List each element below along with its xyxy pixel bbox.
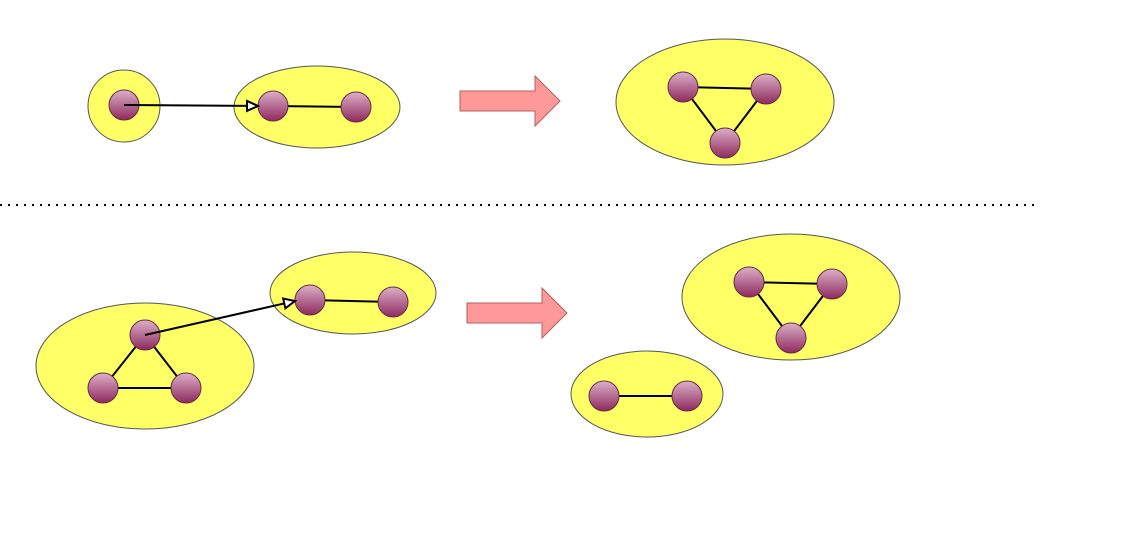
transition-arrow [459,74,561,128]
transition-arrow [466,286,568,340]
node-circle [87,372,119,404]
node-circle [709,127,741,159]
node-circle [750,73,782,105]
node-circle [340,91,372,123]
group-ellipse [681,233,901,361]
group-ellipse [570,350,724,438]
node-circle [257,90,289,122]
link-arrow-line [123,104,248,107]
node-circle [667,71,699,103]
node-circle [294,284,326,316]
link-arrowhead [245,99,261,113]
node-circle [816,268,848,300]
link-arrowhead [281,297,298,311]
node-circle [733,266,765,298]
group-ellipse [269,251,437,335]
group-ellipse [35,302,255,430]
node-circle [588,380,620,412]
node-circle [377,286,409,318]
link-arrow-line [144,302,285,336]
node-circle [671,380,703,412]
node-circle [170,372,202,404]
group-ellipse [615,38,835,166]
node-circle [775,322,807,354]
